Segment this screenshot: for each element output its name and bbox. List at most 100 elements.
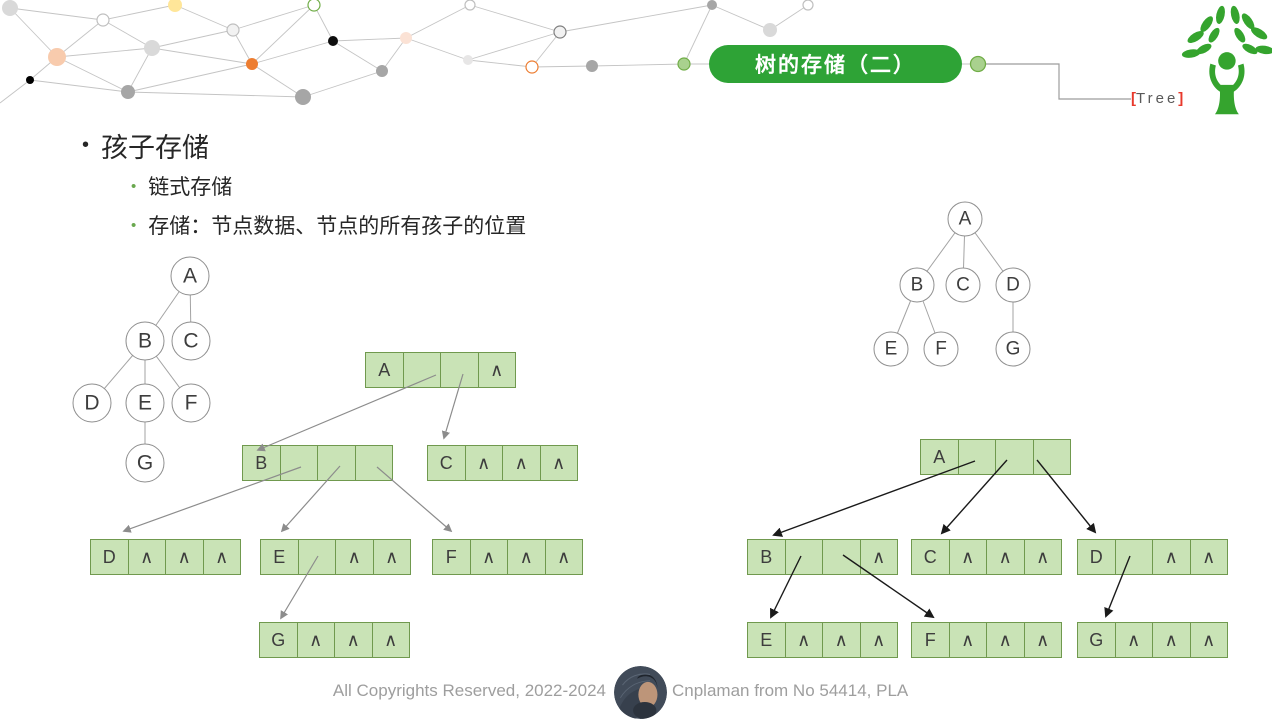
cell-pointer	[1032, 439, 1071, 475]
heading-line: • 孩子存储	[82, 126, 209, 165]
sub-bullet-1: • 链式存储	[131, 171, 232, 201]
bullet-marker: •	[131, 216, 137, 234]
cell-data: D	[1077, 539, 1116, 575]
cell-null: ∧	[1023, 622, 1062, 658]
cell-null: ∧	[539, 445, 578, 481]
cell-null: ∧	[127, 539, 166, 575]
right-storage-row-e: E ∧ ∧ ∧	[747, 622, 898, 658]
avatar	[614, 666, 667, 719]
cell-data: E	[747, 622, 786, 658]
cell-data: A	[365, 352, 404, 388]
logo-wordmark: [Tree]	[1131, 90, 1183, 107]
left-storage-row-e: E ∧ ∧	[260, 539, 411, 575]
cell-data: B	[242, 445, 281, 481]
cell-pointer	[440, 352, 479, 388]
logo-brand: Tree	[1136, 90, 1179, 107]
right-tree-node-e: E	[873, 331, 909, 367]
heading-text: 孩子存储	[101, 133, 210, 163]
cell-null: ∧	[296, 622, 335, 658]
right-storage-row-f: F ∧ ∧ ∧	[911, 622, 1062, 658]
tree-logo-icon	[1181, 5, 1272, 115]
left-storage-row-g: G ∧ ∧ ∧	[259, 622, 410, 658]
cell-null: ∧	[859, 622, 898, 658]
left-tree-edges	[91, 275, 192, 463]
cell-null: ∧	[165, 539, 204, 575]
bullet-marker: •	[131, 177, 137, 195]
copyright-text: All Copyrights Reserved, 2022-2024	[332, 681, 606, 700]
cell-pointer	[354, 445, 393, 481]
right-storage-row-g: G ∧ ∧ ∧	[1077, 622, 1228, 658]
bullet-marker: •	[82, 134, 90, 156]
left-storage-row-b: B	[242, 445, 393, 481]
right-tree-node-f: F	[923, 331, 959, 367]
left-tree-node-c: C	[171, 321, 211, 361]
cell-null: ∧	[986, 539, 1025, 575]
cell-null: ∧	[1023, 539, 1062, 575]
cell-null: ∧	[1114, 622, 1153, 658]
cell-null: ∧	[784, 622, 823, 658]
cell-data: C	[911, 539, 950, 575]
cell-null: ∧	[202, 539, 241, 575]
cell-null: ∧	[464, 445, 503, 481]
right-tree-node-a: A	[947, 201, 983, 237]
cell-pointer	[1114, 539, 1153, 575]
cell-pointer	[784, 539, 823, 575]
cell-data: E	[260, 539, 299, 575]
left-storage-row-c: C ∧ ∧ ∧	[427, 445, 578, 481]
right-tree-node-d: D	[995, 267, 1031, 303]
right-tree-node-g: G	[995, 331, 1031, 367]
cell-null: ∧	[948, 622, 987, 658]
right-storage-row-d: D ∧ ∧	[1077, 539, 1228, 575]
cell-null: ∧	[1152, 539, 1191, 575]
cell-null: ∧	[859, 539, 898, 575]
author-text: Cnplaman from No 54414, PLA	[672, 681, 909, 700]
left-tree-node-f: F	[171, 383, 211, 423]
cell-null: ∧	[372, 539, 411, 575]
cell-pointer	[297, 539, 336, 575]
cell-null: ∧	[469, 539, 508, 575]
cell-null: ∧	[1152, 622, 1191, 658]
cell-pointer	[957, 439, 996, 475]
cell-null: ∧	[502, 445, 541, 481]
title-banner: 树的存储（二）	[709, 45, 962, 83]
left-tree-node-b: B	[125, 321, 165, 361]
cell-null: ∧	[477, 352, 516, 388]
cell-data: A	[920, 439, 959, 475]
cell-null: ∧	[986, 622, 1025, 658]
cell-null: ∧	[335, 539, 374, 575]
logo-bracket-left: [	[1131, 90, 1136, 107]
right-tree-node-c: C	[945, 267, 981, 303]
sub-bullet-1-text: 链式存储	[148, 176, 233, 199]
logo-bracket-right: ]	[1178, 90, 1184, 107]
left-storage-row-d: D ∧ ∧ ∧	[90, 539, 241, 575]
cell-null: ∧	[334, 622, 373, 658]
right-storage-row-b: B ∧	[747, 539, 898, 575]
cell-pointer	[822, 539, 861, 575]
left-tree-node-d: D	[72, 383, 112, 423]
right-storage-row-a: A	[920, 439, 1071, 475]
left-tree-node-e: E	[125, 383, 165, 423]
left-storage-row-f: F ∧ ∧ ∧	[432, 539, 583, 575]
cell-null: ∧	[544, 539, 583, 575]
cell-pointer	[995, 439, 1034, 475]
sub-bullet-2-text: 存储：节点数据、节点的所有孩子的位置	[148, 215, 527, 238]
cell-pointer	[317, 445, 356, 481]
cell-null: ∧	[822, 622, 861, 658]
left-tree-node-g: G	[125, 443, 165, 483]
cell-null: ∧	[1189, 539, 1228, 575]
cell-null: ∧	[1189, 622, 1228, 658]
cell-pointer	[279, 445, 318, 481]
cell-data: C	[427, 445, 466, 481]
connector-dot	[969, 55, 987, 73]
cell-null: ∧	[507, 539, 546, 575]
network-nodes	[2, 0, 814, 105]
left-tree-node-a: A	[170, 256, 210, 296]
right-storage-row-c: C ∧ ∧ ∧	[911, 539, 1062, 575]
cell-data: F	[911, 622, 950, 658]
cell-null: ∧	[948, 539, 987, 575]
right-tree-node-b: B	[899, 267, 935, 303]
cell-null: ∧	[371, 622, 410, 658]
cell-data: B	[747, 539, 786, 575]
cell-pointer	[402, 352, 441, 388]
